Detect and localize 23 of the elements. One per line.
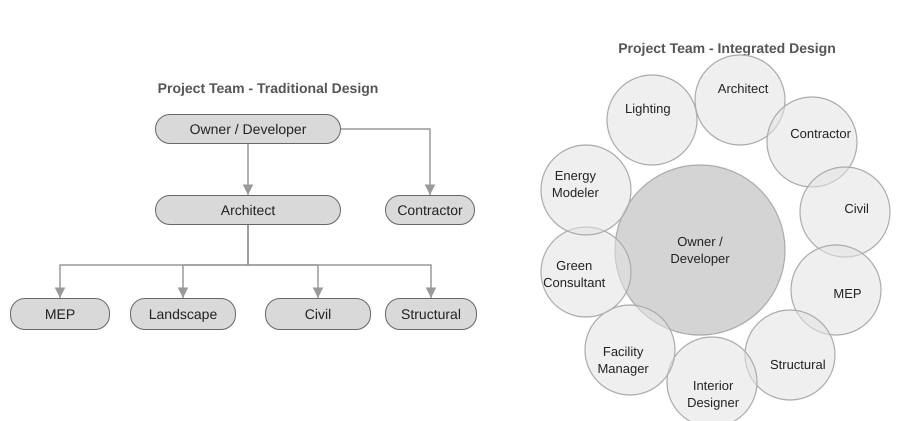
role-box: MEP <box>10 298 110 330</box>
role-label: Contractor <box>789 125 852 142</box>
role-box: Civil <box>265 298 371 330</box>
diagram-heading: Project Team - Integrated Design <box>618 40 836 56</box>
role-label: Owner / Developer <box>669 233 731 267</box>
role-label: Interior Designer <box>686 376 740 411</box>
role-label: Civil <box>843 200 870 218</box>
arrow <box>247 225 436 298</box>
role-label: Architect <box>716 80 770 97</box>
role-label: Green Consultant <box>542 257 606 292</box>
role-label: Structural <box>768 356 827 373</box>
role-box: Contractor <box>385 195 475 225</box>
role-label: Facility Manager <box>596 342 650 377</box>
role-box: Owner / Developer <box>155 114 341 144</box>
role-box: Structural <box>385 298 477 330</box>
diagram-heading: Project Team - Traditional Design <box>158 80 378 96</box>
role-label: Lighting <box>624 100 672 118</box>
role-label: MEP <box>832 284 863 302</box>
arrow <box>341 128 436 195</box>
role-label: Energy Modeler <box>550 167 600 202</box>
arrow <box>242 144 254 195</box>
role-box: Landscape <box>130 298 236 330</box>
role-box: Architect <box>155 195 341 225</box>
